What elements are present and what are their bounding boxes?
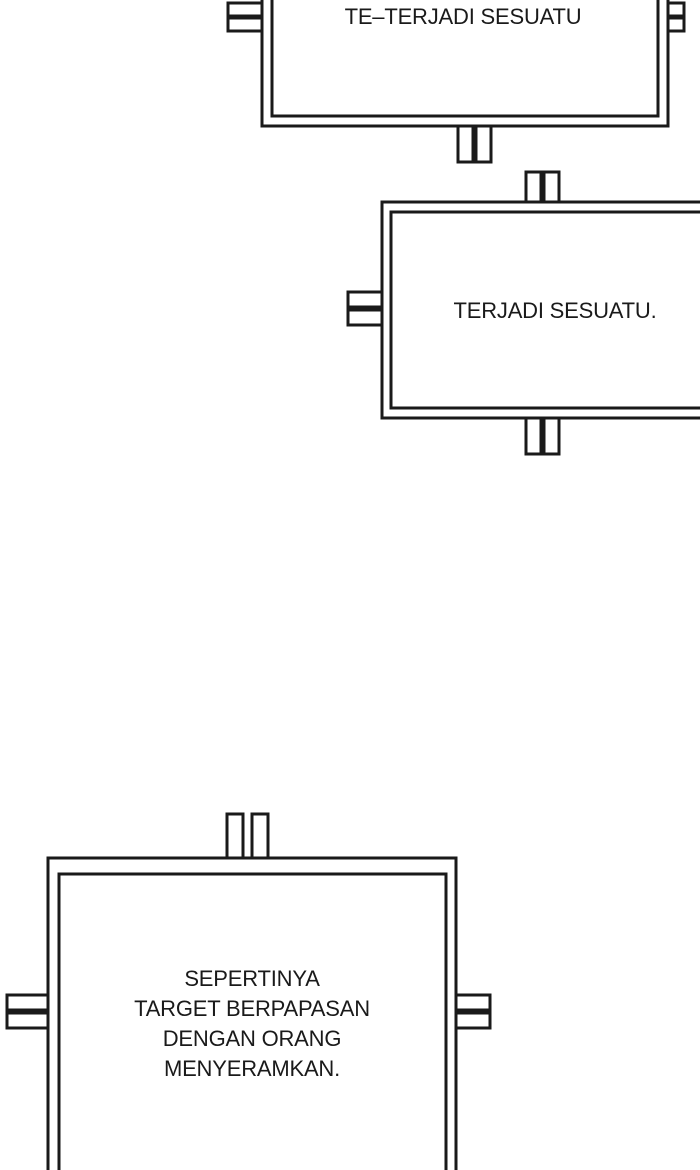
speech-text-panel-2: TERJADI SESUATU. — [390, 296, 700, 326]
speech-line: TARGET BERPAPASAN — [134, 996, 370, 1021]
frame-panel-1 — [226, 0, 686, 164]
speech-line: MENYERAMKAN. — [163, 1056, 341, 1081]
speech-text-panel-3: SEPERTINYA TARGET BERPAPASAN DENGAN ORAN… — [60, 964, 444, 1084]
speech-line: TE–TERJADI SESUATU — [344, 4, 582, 29]
speech-line: SEPERTINYA — [184, 966, 320, 991]
speech-line: DENGAN ORANG — [162, 1026, 342, 1051]
speech-line: TERJADI SESUATU. — [453, 298, 657, 323]
frame-panel-3 — [5, 812, 492, 1170]
speech-text-panel-1: TE–TERJADI SESUATU — [270, 2, 656, 32]
frame-panel-2 — [346, 170, 700, 456]
